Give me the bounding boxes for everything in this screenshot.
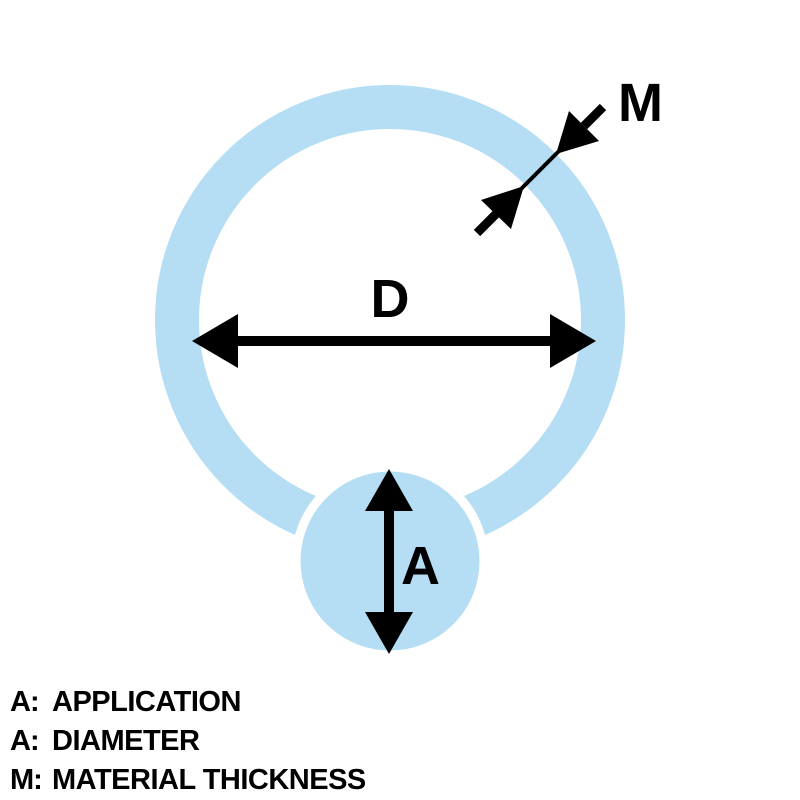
application-arrowhead-bottom: [365, 612, 413, 654]
legend-key-application: A:: [10, 686, 40, 718]
thickness-arrow: [473, 103, 607, 237]
legend: A: APPLICATION A: DIAMETER M: MATERIAL T…: [10, 686, 366, 797]
legend-label-material-thickness: MATERIAL THICKNESS: [52, 764, 366, 796]
diameter-arrowhead-left: [192, 314, 238, 368]
application-arrowhead-top: [365, 469, 413, 511]
diameter-arrowhead-right: [550, 314, 596, 368]
label-a: A: [401, 536, 440, 596]
thickness-outer-tail: [580, 103, 607, 130]
label-m: M: [618, 73, 663, 133]
thickness-cross-line: [518, 148, 562, 192]
legend-label-application: APPLICATION: [52, 686, 241, 718]
diameter-arrow: [192, 314, 596, 368]
legend-key-material-thickness: M:: [10, 764, 43, 796]
legend-key-diameter: A:: [10, 725, 40, 757]
thickness-arrowhead-outer: [556, 111, 599, 154]
thickness-arrowhead-inner: [481, 186, 524, 229]
application-arrow: [365, 469, 413, 654]
thickness-inner-tail: [473, 210, 500, 237]
legend-label-diameter: DIAMETER: [52, 725, 200, 757]
label-d: D: [371, 269, 410, 329]
